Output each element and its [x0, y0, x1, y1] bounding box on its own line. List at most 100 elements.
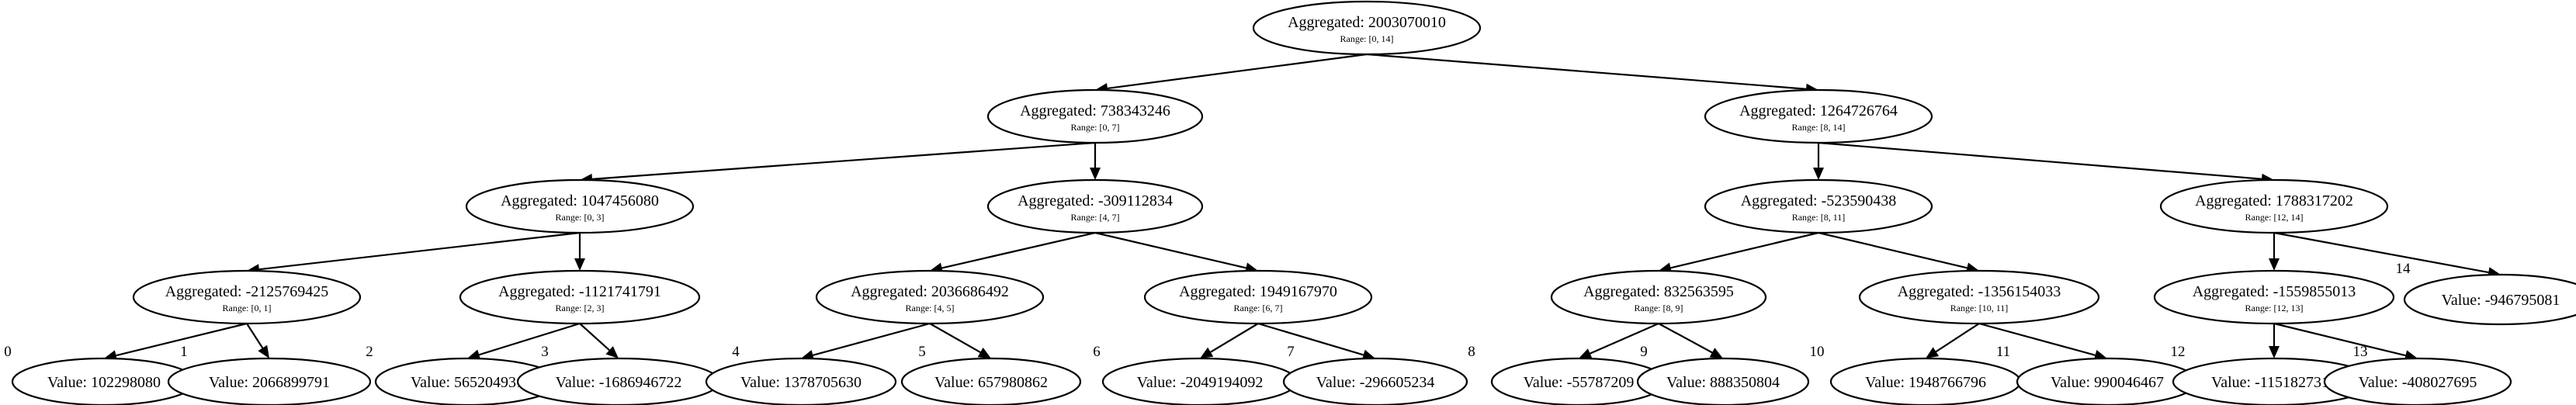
leaf-value-label: Value: 1948766796: [1865, 374, 1986, 391]
tree-leaf-l10: Value: 1948766796: [1829, 357, 2022, 405]
node-ellipse: [1550, 269, 1767, 325]
tree-leaf-l3: Value: -1686946722: [516, 357, 721, 405]
leaf-index-label: 0: [4, 344, 12, 360]
leaf-index-label: 4: [732, 344, 740, 360]
tree-edge-n8-l3: [579, 323, 619, 358]
arrowhead: [1090, 168, 1101, 180]
leaf-index-label: 10: [1810, 344, 1825, 360]
node-ellipse: [986, 178, 1204, 234]
arrowhead: [977, 348, 991, 358]
tree-leaf-l0: Value: 102298080: [11, 357, 197, 405]
node-aggregated-label: Aggregated: 832563595: [1583, 283, 1734, 300]
node-ellipse: [815, 269, 1045, 325]
leaf-index-label: 1: [180, 344, 188, 360]
node-aggregated-label: Aggregated: -1559855013: [2193, 283, 2356, 300]
node-aggregated-label: Aggregated: 2036686492: [851, 283, 1009, 300]
node-range-label: Range: [8, 9]: [1635, 303, 1683, 313]
leaf-value-label: Value: -1151827318: [2211, 374, 2337, 391]
node-aggregated-label: Aggregated: -523590438: [1741, 192, 1897, 209]
tree-leaf-l2: Value: 565204931: [374, 357, 560, 405]
node-ellipse: [2159, 178, 2389, 234]
arrowhead: [1926, 347, 1940, 358]
node-range-label: Range: [4, 7]: [1071, 212, 1120, 223]
tree-edge-n10-l7: [1257, 322, 1375, 361]
leaf-index-label: 5: [918, 344, 926, 360]
tree-leaf-l4: Value: 1378705630: [705, 357, 897, 405]
arrowhead: [1709, 348, 1723, 358]
tree-leaf-l1: Value: 2066899791: [167, 357, 372, 405]
node-ellipse: [1143, 269, 1373, 325]
tree-edge-n13-l12: [2269, 324, 2280, 358]
leaf-value-label: Value: 888350804: [1666, 374, 1780, 391]
node-range-label: Range: [0, 1]: [223, 303, 272, 313]
tree-leaf-l14: Value: -946795081: [2403, 273, 2576, 326]
node-aggregated-label: Aggregated: 1949167970: [1179, 283, 1337, 300]
leaf-value-label: Value: -408027695: [2359, 374, 2477, 391]
leaf-index-label: 14: [2396, 261, 2411, 277]
node-range-label: Range: [12, 13]: [2245, 303, 2304, 313]
leaf-value-label: Value: -946795081: [2442, 292, 2560, 309]
tree-edge-n3-n7: [247, 231, 581, 275]
node-ellipse: [2153, 269, 2395, 325]
tree-edge-n9-l5: [929, 323, 991, 358]
leaf-ellipse: [2403, 273, 2576, 326]
tree-edge-n0-n2: [1366, 53, 1818, 95]
leaf-value-label: Value: 1378705630: [740, 374, 862, 391]
node-range-label: Range: [0, 7]: [1071, 122, 1120, 133]
leaf-value-label: Value: 657980862: [934, 374, 1048, 391]
leaf-index-label: 7: [1287, 344, 1295, 360]
tree-edge-n9-l4: [801, 322, 931, 361]
tree-leaf-l11: Value: 990046467: [2016, 357, 2199, 405]
arrowhead: [1579, 348, 1593, 358]
leaf-value-label: Value: -2049194092: [1137, 374, 1264, 391]
tree-edge-n1-n3: [580, 141, 1096, 185]
node-ellipse: [1858, 269, 2100, 325]
tree-edge-n11-l9: [1658, 323, 1723, 358]
leaf-ellipse: [1636, 357, 1810, 405]
node-range-label: Range: [2, 3]: [556, 303, 605, 313]
node-ellipse: [1704, 88, 1933, 144]
node-range-label: Range: [4, 5]: [906, 303, 955, 313]
node-range-label: Range: [12, 14]: [2245, 212, 2304, 223]
tree-edge-n2-n5: [1813, 143, 1824, 180]
tree-edge-n13-l13: [2273, 322, 2418, 361]
leaf-index-label: 2: [366, 344, 373, 360]
node-aggregated-label: Aggregated: -1121741791: [498, 283, 661, 300]
node-ellipse: [1252, 0, 1482, 56]
node-range-label: Range: [10, 11]: [1950, 303, 2009, 313]
tree-edge-n7-l0: [104, 322, 248, 361]
node-aggregated-label: Aggregated: 1047456080: [501, 192, 659, 209]
tree-edge-n5-n11: [1659, 231, 1819, 274]
leaf-value-label: Value: -55787209: [1524, 374, 1635, 391]
node-aggregated-label: Aggregated: 1264726764: [1739, 102, 1898, 119]
leaf-value-label: Value: 565204931: [411, 374, 524, 391]
tree-edge-n8-l2: [467, 322, 581, 360]
node-aggregated-label: Aggregated: -2125769425: [165, 283, 329, 300]
tree-edge-n1-n4: [1090, 143, 1101, 180]
leaf-value-label: Value: 2066899791: [209, 374, 330, 391]
arrowhead: [2269, 346, 2280, 358]
node-aggregated-label: Aggregated: -309112834: [1018, 192, 1173, 209]
leaf-index-label: 12: [2171, 344, 2186, 360]
tree-edge-n12-l10: [1926, 323, 1980, 358]
tree-leaf-l8: Value: -55787209: [1490, 357, 1667, 405]
arrowhead: [1200, 347, 1214, 358]
node-ellipse: [465, 178, 695, 234]
leaf-value-label: Value: -296605234: [1316, 374, 1435, 391]
arrowhead: [574, 258, 585, 271]
tree-edge-n5-n12: [1818, 231, 1979, 274]
tree-edge-n10-l6: [1200, 323, 1259, 358]
tree-leaf-l7: Value: -296605234: [1282, 357, 1468, 405]
tree-edge-n11-l8: [1579, 322, 1659, 358]
